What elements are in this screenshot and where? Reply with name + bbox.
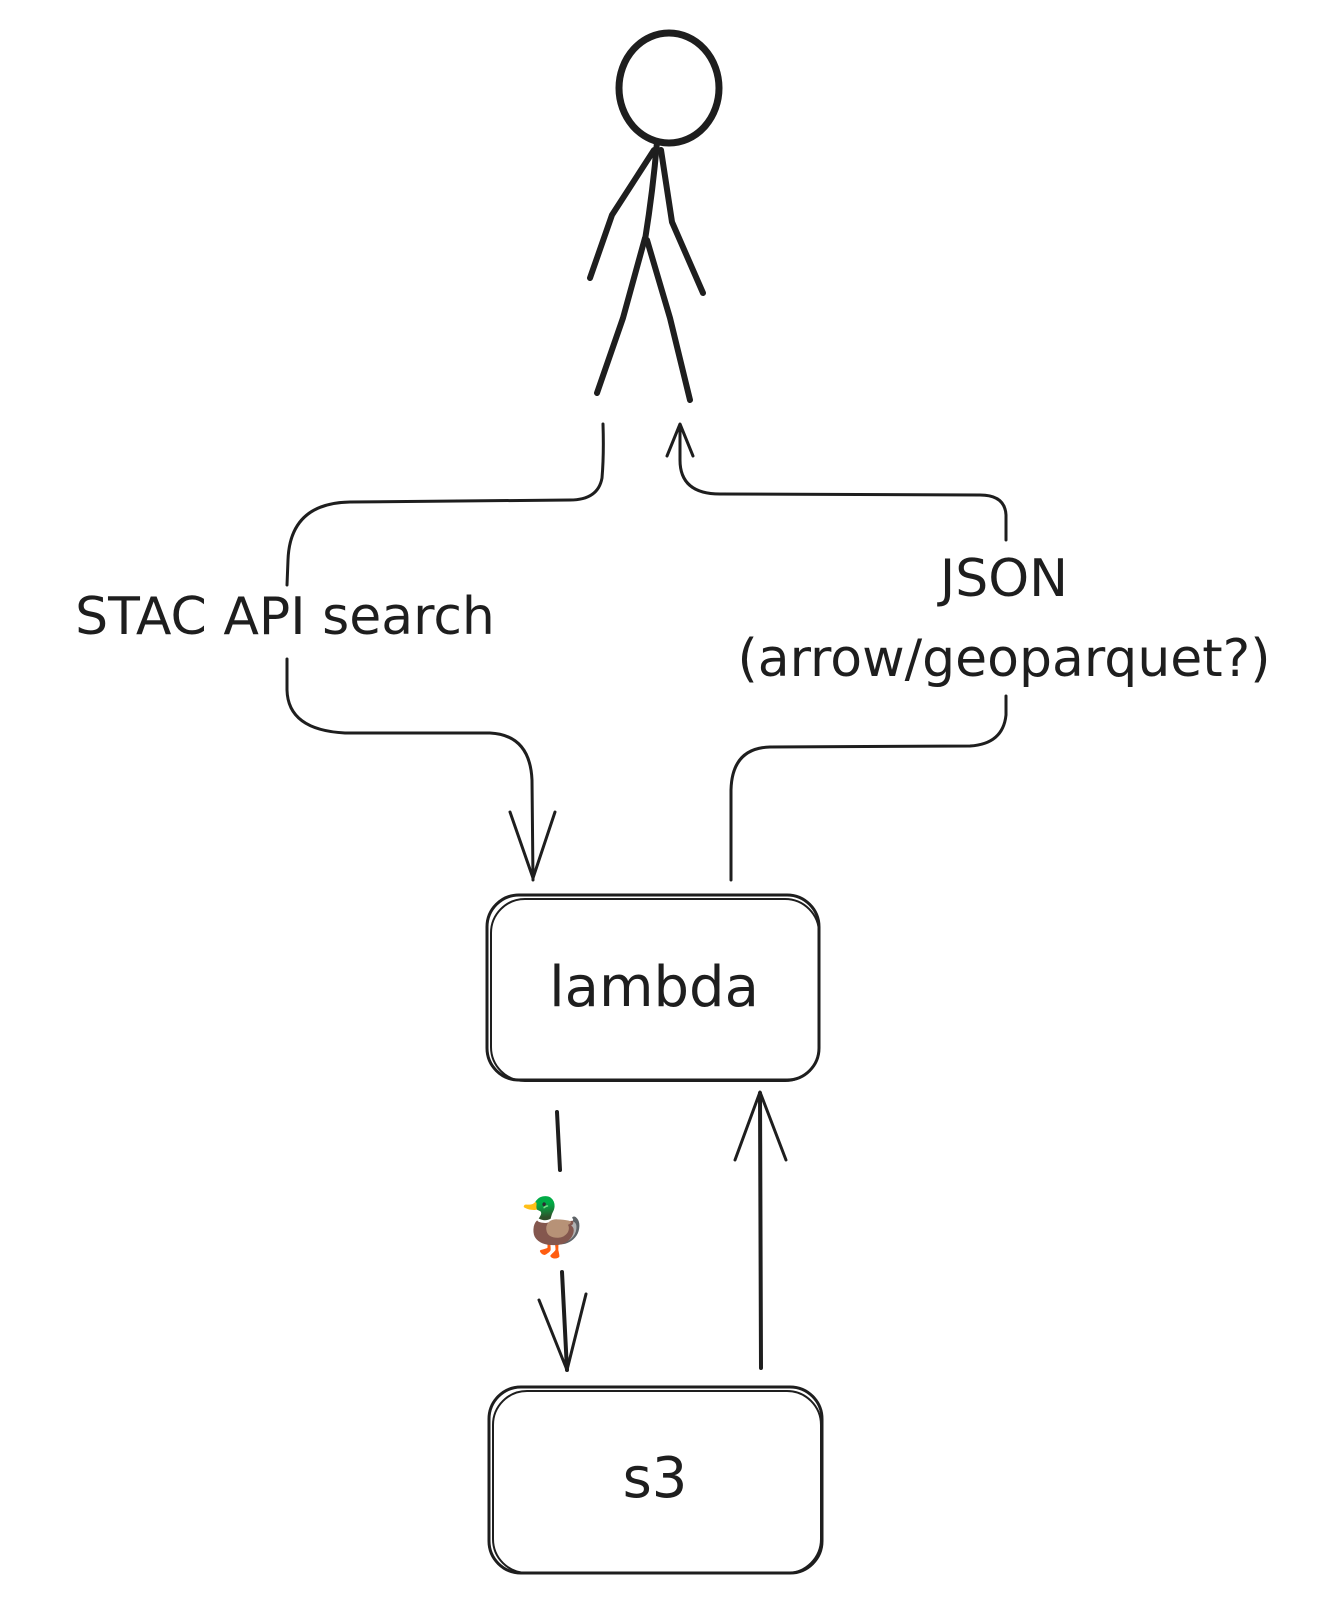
request-arrow-lower: [285, 657, 535, 882]
request-edge-label: STAC API search: [75, 587, 495, 647]
response-arrowhead: [665, 422, 695, 458]
s3-box-sketch-line: [492, 1390, 822, 1574]
user-left-leg: [594, 235, 648, 396]
user-right-leg: [644, 237, 693, 403]
s3-node-label: s3: [623, 1446, 688, 1511]
user-right-arm: [658, 147, 706, 296]
user-stick-figure: [587, 29, 723, 403]
lambda-to-s3-shaft-upper: [555, 1110, 562, 1172]
response-edge-label-line2: (arrow/geoparquet?): [737, 629, 1270, 689]
user-left-arm: [587, 147, 657, 281]
s3-to-lambda-shaft: [758, 1091, 763, 1370]
lambda-box-sketch-line: [490, 898, 820, 1082]
response-arrow-upper: [678, 426, 1008, 542]
edge-request-arrow: [285, 422, 605, 882]
request-arrow-upper: [285, 422, 605, 587]
edge-lambda-to-s3: 🦆: [518, 1110, 588, 1372]
lambda-node-label: lambda: [549, 955, 759, 1020]
s3-to-lambda-arrowhead: [733, 1090, 788, 1162]
user-head: [615, 29, 723, 147]
lambda-node: lambda: [485, 893, 821, 1082]
duck-emoji-icon: 🦆: [518, 1195, 588, 1260]
edge-s3-to-lambda: [733, 1090, 788, 1370]
response-arrow-lower: [729, 694, 1008, 882]
response-edge-label-line1: JSON: [937, 549, 1068, 609]
lambda-to-s3-shaft-lower: [560, 1270, 569, 1372]
edge-response-arrow: [665, 422, 1008, 882]
request-arrowhead: [508, 810, 557, 880]
s3-node: s3: [487, 1385, 824, 1575]
lambda-to-s3-arrowhead: [537, 1292, 588, 1372]
